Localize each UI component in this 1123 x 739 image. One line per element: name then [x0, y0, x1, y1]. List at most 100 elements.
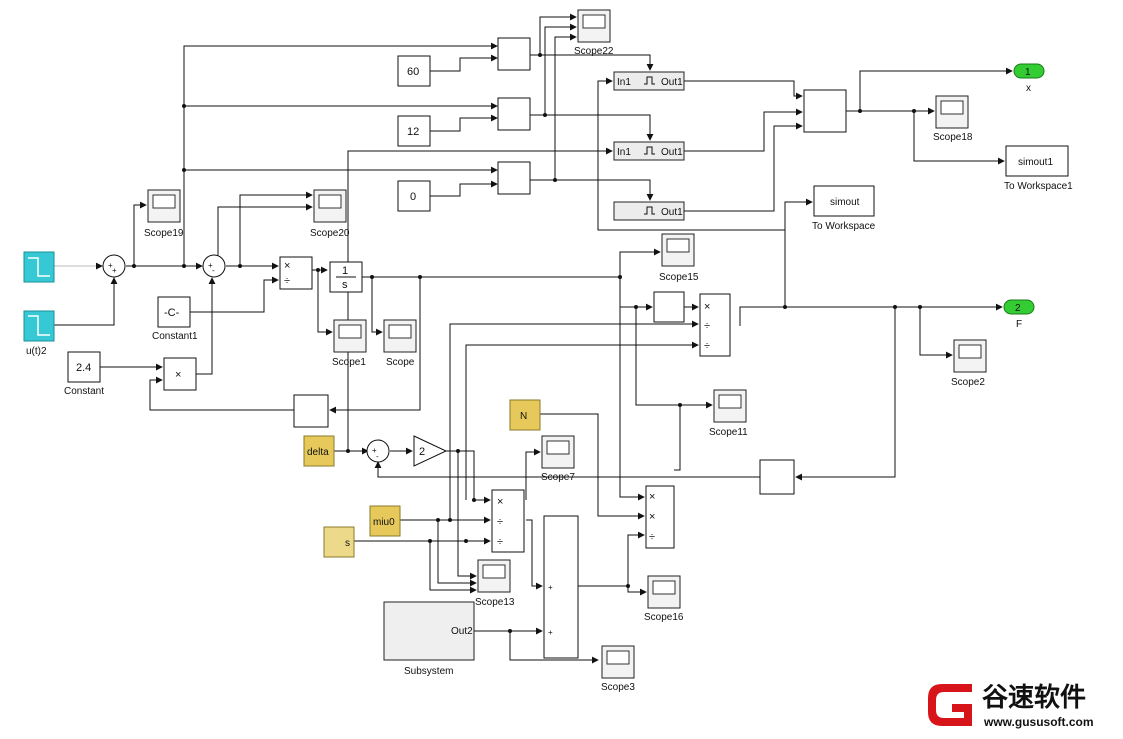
label-to-workspace: To Workspace — [812, 221, 876, 232]
label-x: x — [1026, 83, 1031, 94]
enabled-subsystem-2[interactable]: In1 Out1 — [613, 141, 685, 161]
svg-text:×: × — [649, 511, 655, 523]
svg-text:12: 12 — [407, 126, 419, 138]
label-u-t-2: u(t)2 — [26, 346, 47, 357]
svg-text:÷: ÷ — [497, 536, 503, 548]
scope3-block[interactable] — [601, 645, 635, 679]
product-block-4[interactable]: × × ÷ — [645, 485, 675, 549]
to-workspace1-block[interactable]: simout1 — [1005, 145, 1069, 177]
svg-text:÷: ÷ — [704, 320, 710, 332]
subsystem-block[interactable]: Out2 — [383, 601, 475, 661]
constant-12-block[interactable]: 12 — [397, 115, 431, 147]
label-scope13: Scope13 — [475, 597, 515, 608]
constant-0-block[interactable]: 0 — [397, 180, 431, 212]
product-block-constant[interactable]: × — [163, 357, 197, 391]
outport-x[interactable]: 1 — [1013, 63, 1045, 79]
gusu-logo-icon — [928, 684, 972, 726]
label-scope22: Scope22 — [574, 46, 614, 57]
feedback-block[interactable] — [293, 394, 329, 428]
svg-text:60: 60 — [407, 66, 419, 78]
svg-text:miu0: miu0 — [373, 517, 395, 528]
svg-text:÷: ÷ — [284, 275, 290, 287]
label-scope3: Scope3 — [601, 682, 635, 693]
scope22-block[interactable] — [577, 9, 611, 43]
watermark-url: www.gususoft.com — [983, 715, 1094, 729]
label-f: F — [1016, 319, 1022, 330]
product-block-1[interactable]: × ÷ — [279, 256, 313, 290]
svg-text:÷: ÷ — [497, 516, 503, 528]
label-constant: Constant — [64, 386, 104, 397]
label-scope19: Scope19 — [144, 228, 184, 239]
svg-text:+: + — [108, 261, 113, 270]
compare-block-1[interactable] — [497, 37, 531, 71]
delta-constant-block[interactable]: delta — [303, 435, 335, 467]
scope15-block[interactable] — [661, 233, 695, 267]
svg-text:Out1: Out1 — [661, 77, 683, 88]
signal-generator-u2[interactable] — [23, 310, 55, 342]
to-workspace-block[interactable]: simout — [813, 185, 875, 217]
svg-text:-: - — [376, 452, 379, 461]
svg-text:÷: ÷ — [704, 340, 710, 352]
svg-text:×: × — [497, 496, 503, 508]
sum-block-1[interactable]: + + — [102, 254, 126, 278]
compare-block-3[interactable] — [497, 161, 531, 195]
gain-block[interactable]: 2 — [413, 435, 448, 467]
mux-block[interactable] — [803, 89, 847, 133]
feedback-block-right[interactable] — [759, 459, 795, 495]
scope16-block[interactable] — [647, 575, 681, 609]
svg-text:Out1: Out1 — [661, 207, 683, 218]
constant-block[interactable]: 2.4 — [67, 351, 101, 383]
enabled-subsystem-1[interactable]: In1 Out1 — [613, 71, 685, 91]
svg-text:In1: In1 — [617, 77, 631, 88]
svg-text:s: s — [345, 538, 350, 549]
n-constant-block[interactable]: N — [509, 399, 541, 431]
scope1-block[interactable] — [333, 319, 367, 353]
enabled-subsystem-3[interactable]: Out1 — [613, 201, 685, 221]
constant1-block[interactable]: -C- — [157, 296, 191, 328]
s-constant-block[interactable]: s — [323, 526, 355, 558]
abs-block[interactable] — [653, 291, 685, 323]
signal-generator-top[interactable] — [23, 251, 55, 283]
sum-block-tall[interactable]: + + — [543, 515, 579, 659]
label-scope11: Scope11 — [709, 427, 748, 438]
svg-text:simout1: simout1 — [1018, 157, 1053, 168]
scope19-block[interactable] — [147, 189, 181, 223]
svg-text:+: + — [548, 628, 553, 637]
constant-60-block[interactable]: 60 — [397, 55, 431, 87]
watermark-brand: 谷速软件 — [982, 683, 1086, 713]
label-scope20: Scope20 — [310, 228, 350, 239]
outport-f[interactable]: 2 — [1003, 299, 1035, 315]
svg-text:2: 2 — [1015, 303, 1021, 314]
scope2-block[interactable] — [953, 339, 987, 373]
product-block-2[interactable]: × ÷ ÷ — [699, 293, 731, 357]
svg-text:×: × — [649, 491, 655, 503]
label-scope: Scope — [386, 357, 415, 368]
svg-text:N: N — [520, 411, 527, 422]
compare-block-2[interactable] — [497, 97, 531, 131]
svg-text:s: s — [342, 279, 348, 291]
svg-text:simout: simout — [830, 197, 860, 208]
scope-block[interactable] — [383, 319, 417, 353]
label-scope7: Scope7 — [541, 472, 575, 483]
scope18-block[interactable] — [935, 95, 969, 129]
svg-text:0: 0 — [410, 191, 416, 203]
integrator-block[interactable]: 1 s — [329, 261, 363, 293]
label-constant1: Constant1 — [152, 331, 198, 342]
signal-lines — [54, 13, 1013, 664]
product-block-3[interactable]: × ÷ ÷ — [491, 489, 525, 553]
label-scope1: Scope1 — [332, 357, 366, 368]
svg-text:÷: ÷ — [649, 531, 655, 543]
svg-text:×: × — [175, 369, 181, 381]
scope7-block[interactable] — [541, 435, 575, 469]
label-scope15: Scope15 — [659, 272, 699, 283]
scope20-block[interactable] — [313, 189, 347, 223]
scope11-block[interactable] — [713, 389, 747, 423]
svg-text:+: + — [372, 446, 377, 455]
sum-block-2[interactable]: + - — [202, 254, 226, 278]
scope13-block[interactable] — [477, 559, 511, 593]
svg-text:2.4: 2.4 — [76, 362, 91, 374]
sum-block-3[interactable]: + - — [366, 439, 390, 463]
miu0-constant-block[interactable]: miu0 — [369, 505, 401, 537]
label-subsystem: Subsystem — [404, 666, 453, 677]
